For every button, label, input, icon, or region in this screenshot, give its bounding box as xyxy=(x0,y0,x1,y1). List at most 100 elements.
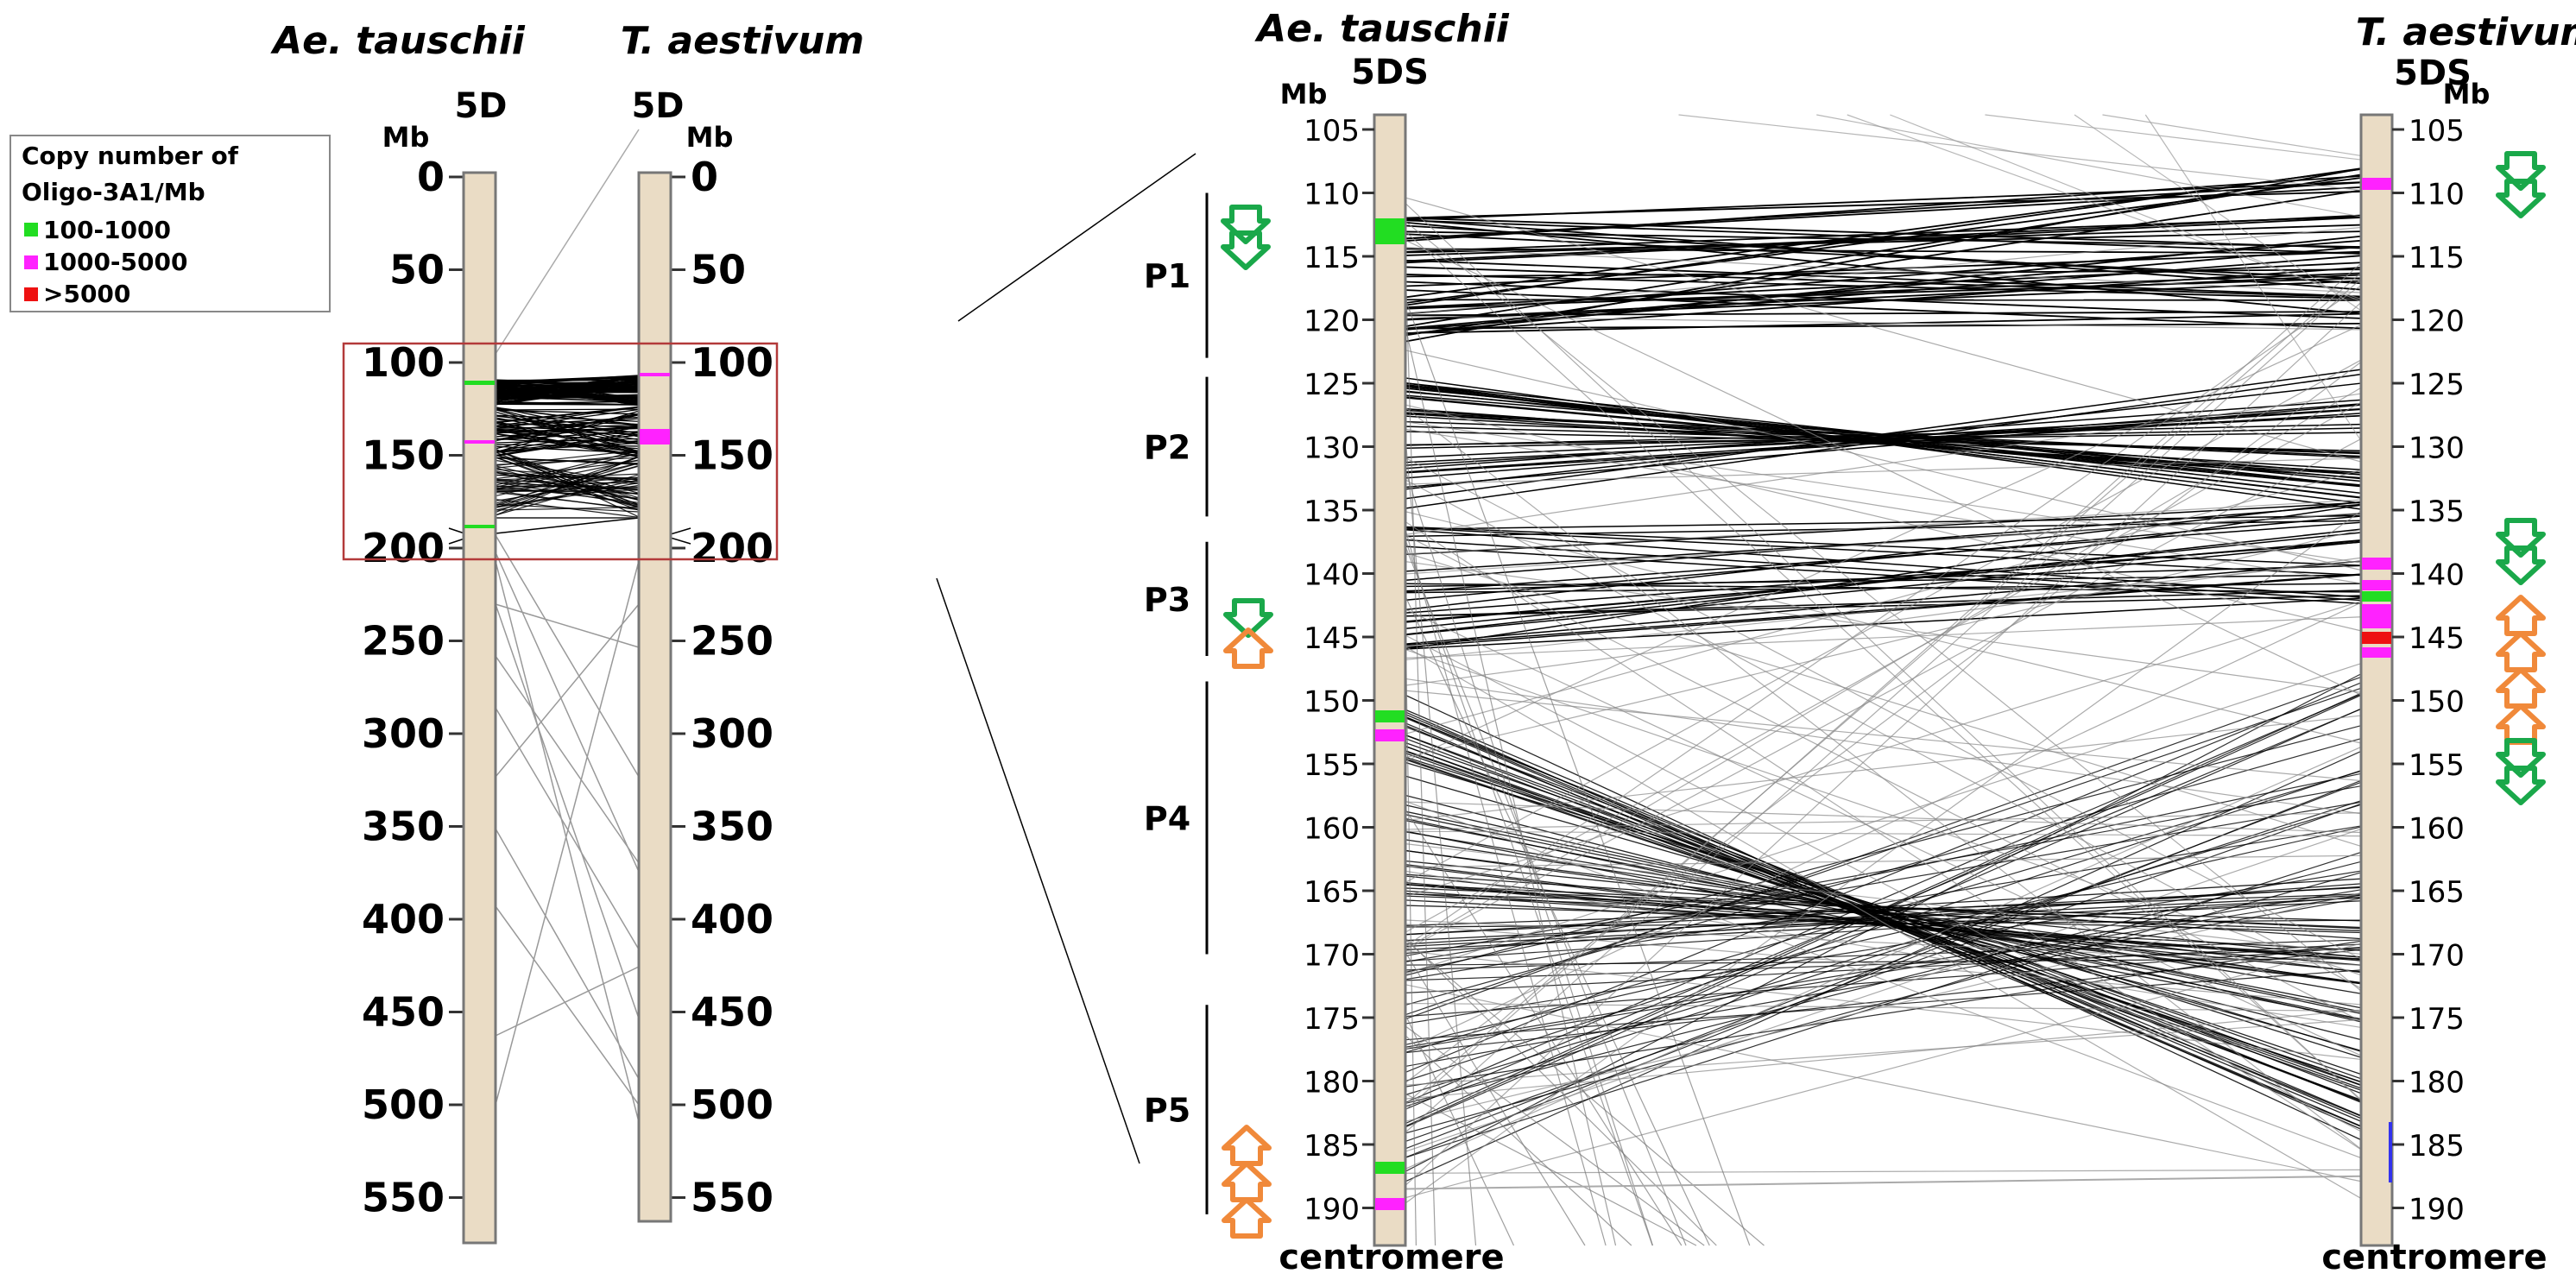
tick-label: 0 xyxy=(417,154,445,200)
synteny-line xyxy=(2144,114,2362,441)
synteny-line xyxy=(1405,849,2362,984)
tick-label: 160 xyxy=(2409,812,2465,847)
down-arrow-icon xyxy=(2496,738,2546,778)
synteny-line xyxy=(495,560,640,1123)
synteny-line xyxy=(1405,984,2362,1182)
down-arrow-icon xyxy=(1223,598,1273,638)
synteny-line xyxy=(1405,690,2362,782)
synteny-line xyxy=(1405,246,2362,293)
synteny-line xyxy=(495,420,640,454)
arrow-markers xyxy=(1221,151,2546,1239)
zoom-band-green xyxy=(1375,1162,1405,1174)
synteny-line xyxy=(495,388,640,396)
synteny-line xyxy=(1405,322,2362,330)
synteny-line xyxy=(1405,892,2362,1122)
synteny-line xyxy=(495,506,640,511)
left-species-ae-tauschii: Ae. tauschii xyxy=(270,19,526,63)
synteny-line xyxy=(1405,230,2362,1100)
synteny-line xyxy=(1405,266,2362,299)
synteny-line xyxy=(1405,772,2362,973)
synteny-line xyxy=(1405,634,2362,1132)
synteny-line xyxy=(1405,167,2362,306)
tick-label: 115 xyxy=(1304,241,1360,275)
tick-label: 150 xyxy=(2409,685,2465,720)
synteny-line xyxy=(1405,534,2362,1022)
synteny-line xyxy=(1405,896,2362,962)
synteny-line xyxy=(1405,557,2362,686)
synteny-line xyxy=(495,387,640,394)
synteny-line xyxy=(1405,803,2362,1143)
tick-label: 145 xyxy=(1304,621,1360,656)
tick-label: 150 xyxy=(1304,685,1360,720)
zoom-axis-right: 1051101151201251301351401451501551601651… xyxy=(2392,114,2465,1227)
synteny-line xyxy=(1405,1025,1705,1246)
synteny-line xyxy=(1405,779,2362,1158)
chromosome-5ds-ae-tauschii xyxy=(1373,113,1407,1247)
tick-label: 165 xyxy=(2409,875,2465,910)
zoom-unit-mb-right: Mb xyxy=(2443,78,2491,110)
legend-swatch-green xyxy=(24,223,38,236)
synteny-line xyxy=(495,603,640,778)
tick-label: 120 xyxy=(1304,305,1360,339)
synteny-line xyxy=(495,442,640,452)
tick-label: 125 xyxy=(1304,368,1360,402)
synteny-line xyxy=(495,517,640,534)
synteny-line xyxy=(1405,890,2362,961)
zoom-band-blue-edge xyxy=(2389,1122,2392,1182)
synteny-line xyxy=(1405,602,2362,1050)
up-arrow-icon xyxy=(2496,703,2546,745)
synteny-line xyxy=(1678,114,2362,192)
synteny-line xyxy=(1405,801,2362,834)
synteny-line xyxy=(1405,560,2362,661)
synteny-line xyxy=(1405,224,2362,285)
left-panel: Ae. tauschii T. aestivum 5D 5D Mb Mb 050… xyxy=(270,19,864,1245)
synteny-line xyxy=(1405,1014,1515,1246)
tick-label: 175 xyxy=(2409,1002,2465,1037)
synteny-line xyxy=(1405,181,2362,221)
zoom-connector-top xyxy=(957,153,1196,322)
tick-label: 550 xyxy=(691,1175,773,1221)
synteny-line xyxy=(1405,272,2362,1105)
down-arrow-icon xyxy=(1221,230,1271,270)
synteny-line xyxy=(495,966,640,1037)
tick-label: 550 xyxy=(362,1175,445,1221)
up-arrow-icon xyxy=(2496,595,2546,636)
synteny-line xyxy=(1405,230,2362,248)
region-label: P3 xyxy=(1144,581,1190,619)
region-label: P2 xyxy=(1144,429,1190,467)
synteny-line xyxy=(1405,350,2362,571)
synteny-line xyxy=(495,464,640,507)
synteny-line xyxy=(495,416,640,427)
synteny-line xyxy=(1405,830,2362,837)
synteny-line xyxy=(1405,514,2362,531)
synteny-line xyxy=(1405,1175,2362,1190)
synteny-line xyxy=(1405,239,2362,696)
tick-label: 400 xyxy=(362,896,445,943)
tick-label: 180 xyxy=(2409,1066,2465,1100)
synteny-line xyxy=(1405,221,2362,992)
up-arrow-icon xyxy=(2496,667,2546,709)
legend-title-line2: Oligo-3A1/Mb xyxy=(22,178,205,206)
left-species-t-aestivum: T. aestivum xyxy=(621,19,864,63)
synteny-line xyxy=(495,410,640,453)
synteny-line xyxy=(1405,221,2362,315)
legend-swatch-magenta xyxy=(24,255,38,269)
tick-label: 100 xyxy=(691,339,773,386)
synteny-line xyxy=(2102,114,2362,157)
zoom-band-green xyxy=(1375,218,1405,244)
band-magenta xyxy=(640,373,670,376)
synteny-line xyxy=(1405,415,2362,474)
synteny-line xyxy=(1405,248,2362,255)
synteny-line xyxy=(1405,421,2362,564)
synteny-line xyxy=(1405,510,2362,1204)
zoom-connector-bottom xyxy=(936,577,1140,1164)
synteny-line xyxy=(495,409,640,415)
synteny-line xyxy=(495,449,640,506)
synteny-line xyxy=(1405,186,2362,240)
synteny-line xyxy=(1405,428,2362,584)
tick-label: 105 xyxy=(1304,114,1360,148)
tick-label: 135 xyxy=(1304,495,1360,529)
tick-label: 175 xyxy=(1304,1002,1360,1037)
tick-label: 50 xyxy=(389,247,445,293)
